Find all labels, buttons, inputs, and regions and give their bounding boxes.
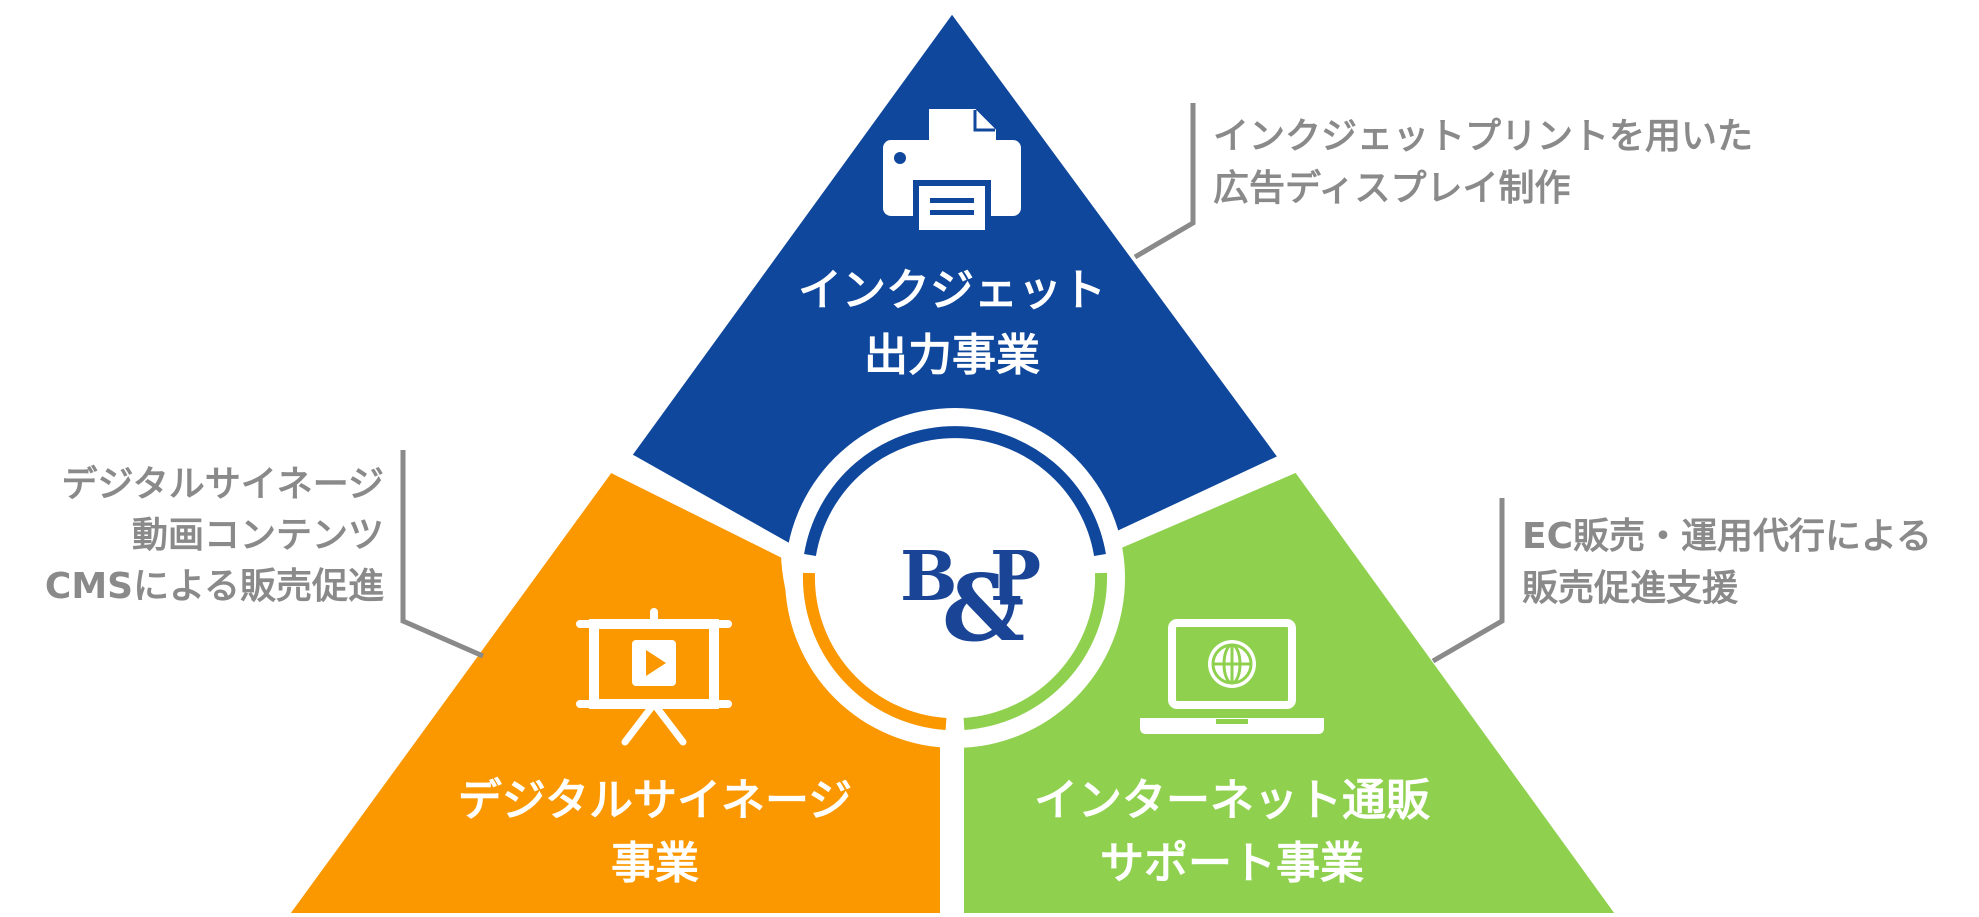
inkjet-title-line2: 出力事業 [864,330,1040,381]
center-arc-blue [804,426,1106,556]
inkjet-desc-line1: インクジェットプリントを用いた [1213,116,1753,157]
center-arc-orange [802,572,947,730]
signage-title-line1: デジタルサイネージ [458,775,852,826]
bp-logo: B & P [900,537,1041,662]
printer-icon [883,109,1021,230]
center-arc-green [963,572,1108,730]
inkjet-callout-line [1133,103,1196,260]
logo-letter-p: P [990,537,1041,617]
laptop-globe-icon [1140,619,1324,734]
logo-letter-b: B [900,537,957,617]
signage-desc-line2: 動画コンテンツ [132,515,384,556]
center-circle-bg [785,408,1125,748]
projector-screen-icon [576,608,732,746]
signage-title-line2: 事業 [611,838,699,889]
internet-title-line2: サポート事業 [1100,838,1364,889]
internet-desc-line1: EC販売・運用代行による [1522,516,1932,557]
inkjet-title-line1: インクジェット [798,265,1106,316]
inkjet-desc-line2: 広告ディスプレイ制作 [1213,167,1570,209]
internet-title-line1: インターネット通販 [1034,775,1431,826]
signage-desc-line1: デジタルサイネージ [61,463,384,505]
logo-ampersand: & [942,554,1025,662]
internet-callout-line [1431,498,1505,664]
internet-desc-line2: 販売促進支援 [1522,568,1739,609]
signage-desc-line3: CMSによる販売促進 [45,566,384,607]
signage-callout-line [400,450,485,659]
